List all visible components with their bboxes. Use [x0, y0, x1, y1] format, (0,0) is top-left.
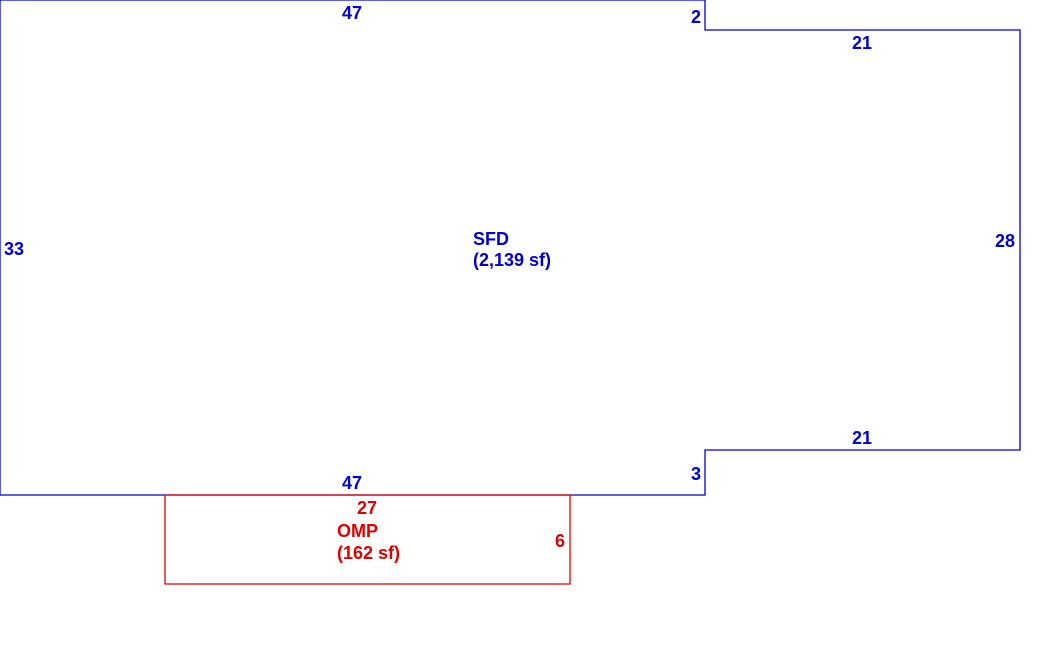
omp-area: (162 sf)	[337, 543, 400, 563]
omp-name: OMP	[337, 521, 378, 541]
sfd-outline	[0, 0, 1021, 496]
sfd-dim-right: 28	[995, 231, 1015, 251]
omp-dim-right: 6	[555, 531, 565, 551]
sfd-name: SFD	[473, 229, 509, 249]
sfd-dim-bottom-wing: 21	[852, 428, 872, 448]
sfd-dim-bottom-main: 47	[342, 473, 362, 493]
omp-dim-top: 27	[357, 498, 377, 518]
sfd-dim-bottom-step: 3	[691, 464, 701, 484]
sfd-dim-top-step: 2	[691, 7, 701, 27]
sfd-dim-top-main: 47	[342, 3, 362, 23]
sfd-area: (2,139 sf)	[473, 250, 551, 270]
sfd-dim-top-wing: 21	[852, 33, 872, 53]
omp-outline	[164, 494, 571, 585]
sfd-dim-left: 33	[4, 239, 24, 259]
